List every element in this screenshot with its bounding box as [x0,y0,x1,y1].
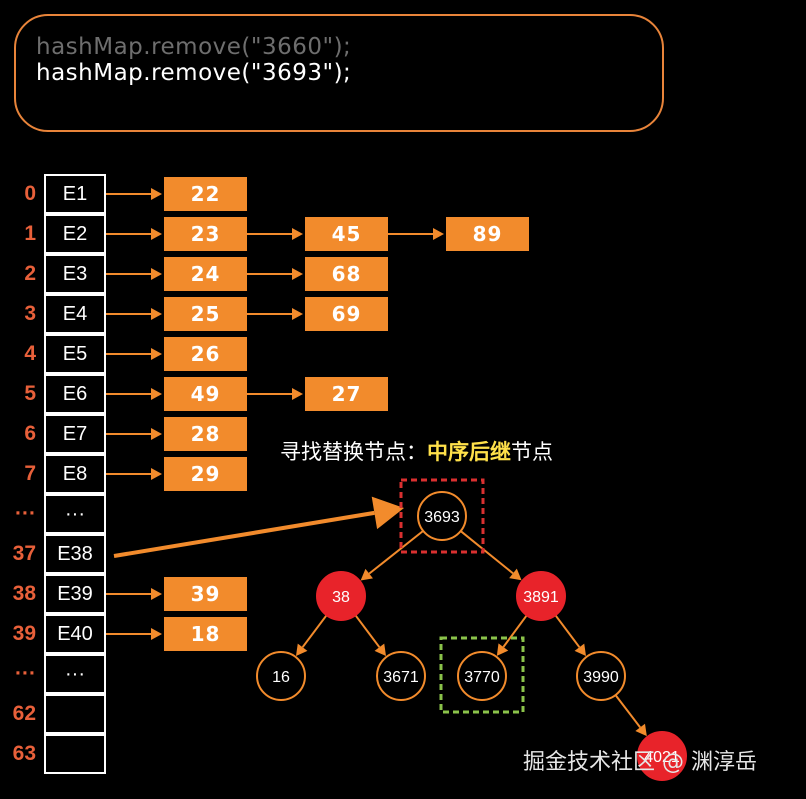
chain-node: 89 [446,217,529,251]
bucket-index: 0 [24,182,36,205]
tree-caption: 寻找替换节点：中序后继节点 [280,436,553,466]
bucket-cell: E2 [44,214,106,254]
svg-text:3693: 3693 [424,509,460,526]
code-line-removed: hashMap.remove("3660"); [36,34,352,60]
svg-text:4021: 4021 [644,749,680,766]
chain-node: 69 [305,297,388,331]
bucket-index: 6 [24,422,36,445]
code-line-current: hashMap.remove("3693"); [36,60,352,86]
tree-node: 4021 [637,731,687,781]
bucket-cell: E39 [44,574,106,614]
bucket-index: 1 [24,222,36,245]
chain-node: 27 [305,377,388,411]
chain-arrow [247,387,303,401]
svg-text:3770: 3770 [464,669,500,686]
tree-edge [614,694,647,737]
tree-node: 38 [316,571,366,621]
tree-edge [460,530,522,581]
bucket-index: ··· [15,662,36,685]
bucket-cell: E7 [44,414,106,454]
chain-node: 25 [164,297,247,331]
tree-edge [354,614,386,656]
chain-node: 28 [164,417,247,451]
bucket-cell: E38 [44,534,106,574]
e38-to-root-arrow [113,496,404,558]
svg-text:3671: 3671 [383,669,419,686]
code-panel: hashMap.remove("3660"); hashMap.remove("… [14,14,664,132]
tree-edge [554,614,586,656]
chain-node: 39 [164,577,247,611]
bucket-cell: E1 [44,174,106,214]
chain-node: 26 [164,337,247,371]
bucket-index: 4 [24,342,36,365]
chain-node: 29 [164,457,247,491]
chain-arrow [106,587,162,601]
chain-arrow [388,227,444,241]
bucket-index: 63 [12,742,36,765]
bucket-cell [44,734,106,774]
chain-arrow [106,227,162,241]
chain-node: 24 [164,257,247,291]
bucket-cell: E40 [44,614,106,654]
bucket-index: 38 [12,582,36,605]
chain-arrow [106,267,162,281]
svg-text:3990: 3990 [583,669,619,686]
chain-node: 23 [164,217,247,251]
bucket-cell: E5 [44,334,106,374]
tree-node: 3891 [516,571,566,621]
svg-text:38: 38 [332,589,350,606]
bucket-index: 2 [24,262,36,285]
chain-node: 49 [164,377,247,411]
watermark: 掘金技术社区 @ 渊淳岳 [523,750,757,775]
chain-arrow [247,227,303,241]
tree-node: 3693 [417,491,467,541]
chain-arrow [106,627,162,641]
chain-arrow [247,307,303,321]
bucket-index: 3 [24,302,36,325]
svg-text:3891: 3891 [523,589,559,606]
tree-node: 3990 [576,651,626,701]
chain-node: 22 [164,177,247,211]
bucket-cell: E3 [44,254,106,294]
removal-target-box [399,478,485,554]
tree-node: 3770 [457,651,507,701]
bucket-index: 37 [12,542,36,565]
bucket-cell: E4 [44,294,106,334]
chain-arrow [106,187,162,201]
caption-prefix: 寻找替换节点： [280,440,427,464]
svg-text:16: 16 [272,669,290,686]
chain-arrow [106,427,162,441]
chain-arrow [106,347,162,361]
chain-node: 45 [305,217,388,251]
bucket-cell: E6 [44,374,106,414]
caption-suffix: 节点 [511,440,553,464]
chain-arrow [106,307,162,321]
chain-arrow [247,267,303,281]
chain-arrow [106,387,162,401]
tree-node: 16 [256,651,306,701]
bucket-cell: ··· [44,654,106,694]
tree-edge [496,614,528,656]
chain-node: 18 [164,617,247,651]
bucket-index: ··· [15,502,36,525]
bucket-cell [44,694,106,734]
bucket-index: 7 [24,462,36,485]
bucket-cell: E8 [44,454,106,494]
bucket-index: 39 [12,622,36,645]
bucket-index: 5 [24,382,36,405]
bucket-cell: ··· [44,494,106,534]
caption-highlight: 中序后继 [427,440,511,464]
successor-box [439,636,525,714]
chain-node: 68 [305,257,388,291]
bucket-index: 62 [12,702,36,725]
tree-node: 3671 [376,651,426,701]
tree-edge [296,614,328,656]
tree-edge [360,530,424,581]
chain-arrow [106,467,162,481]
